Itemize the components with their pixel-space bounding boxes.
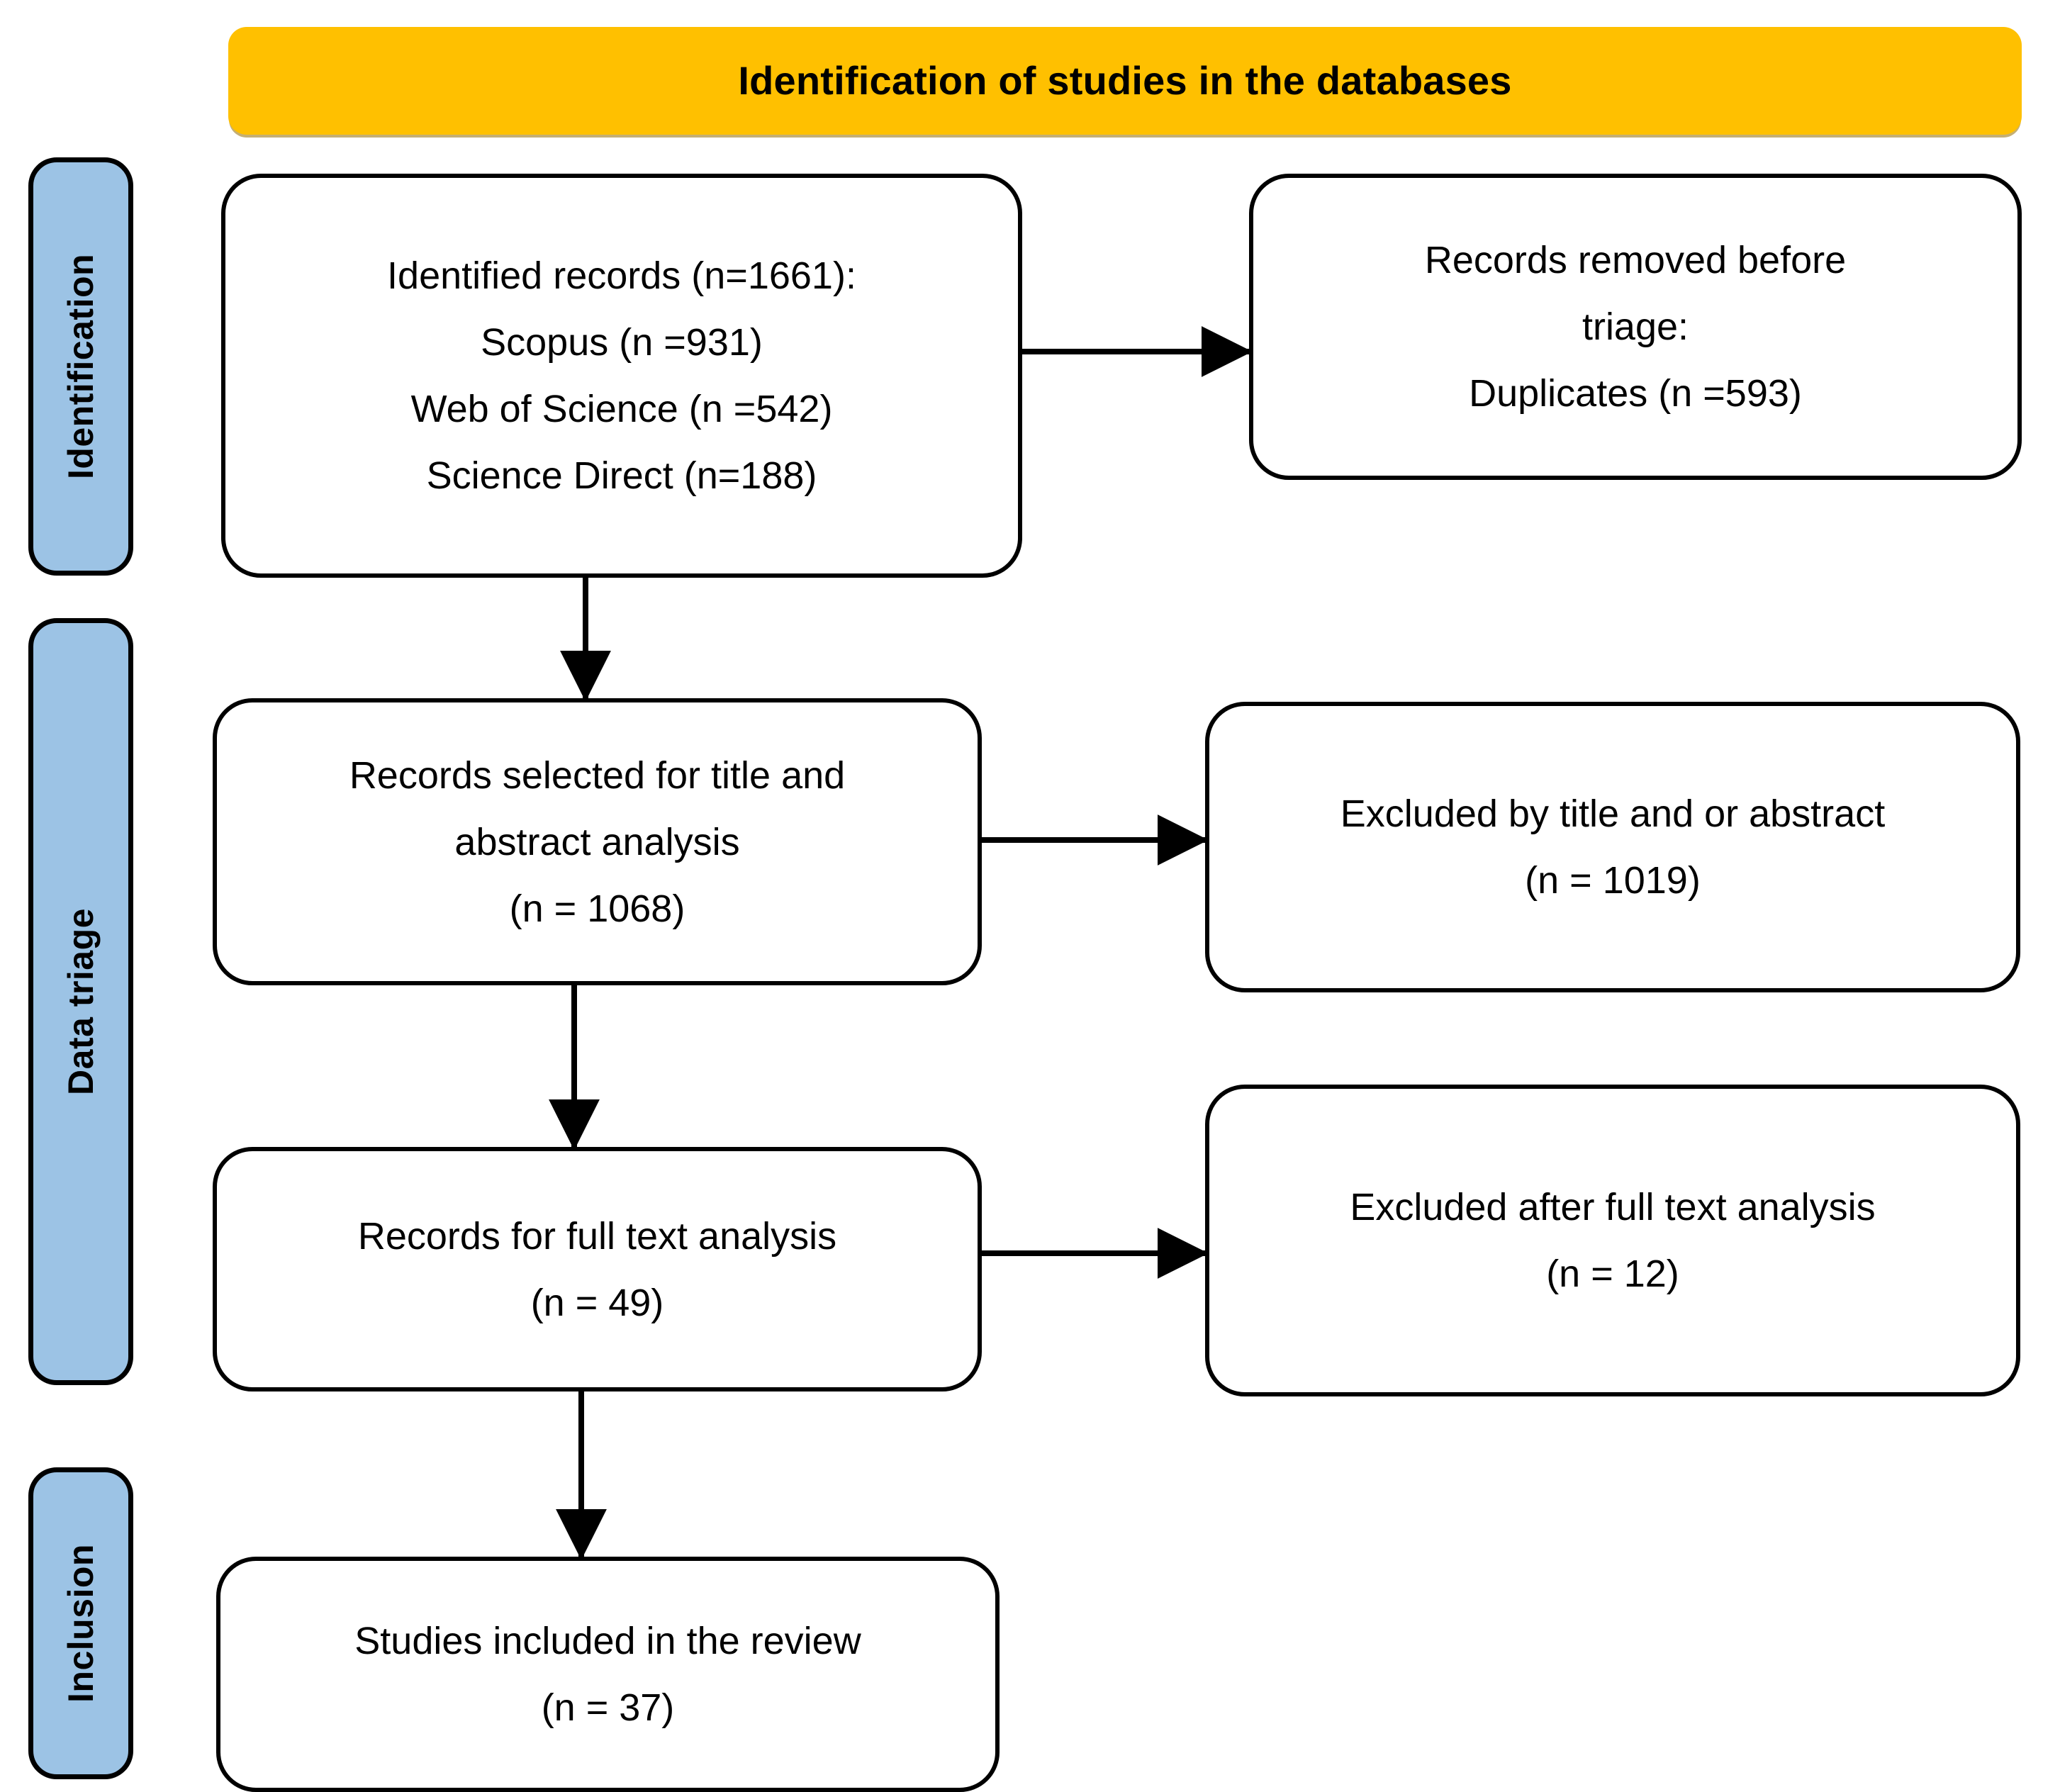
node-records-for-full-text-analysis: Records for full text analysis (n = 49)	[213, 1147, 982, 1391]
node-studies-included-line-2: (n = 37)	[541, 1686, 675, 1729]
phase-label-data-triage: Data triage	[61, 908, 101, 1095]
banner-title: Identification of studies in the databas…	[738, 58, 1512, 103]
node-records-full-text-line-1: Records for full text analysis	[357, 1214, 837, 1258]
node-records-removed-line-2: triage:	[1582, 306, 1689, 348]
node-records-full-text-line-2: (n = 49)	[530, 1281, 664, 1324]
node-records-selected-line-3: (n = 1068)	[509, 887, 685, 930]
node-records-selected-line-2: abstract analysis	[454, 820, 740, 863]
node-identified-records-line-1: Identified records (n=1661):	[387, 254, 856, 297]
node-excluded-title-abstract-line-2: (n = 1019)	[1525, 859, 1701, 902]
node-identified-records-line-4: Science Direct (n=188)	[426, 454, 817, 497]
node-studies-included-in-review: Studies included in the review (n = 37)	[216, 1557, 1000, 1792]
phase-label-identification: Identification	[61, 253, 101, 480]
node-records-selected-title-abstract: Records selected for title and abstract …	[213, 698, 982, 985]
node-studies-included-line-1: Studies included in the review	[354, 1620, 861, 1662]
node-excluded-after-full-text-analysis: Excluded after full text analysis (n = 1…	[1205, 1085, 2020, 1396]
node-identified-records-line-3: Web of Science (n =542)	[410, 388, 833, 430]
node-records-removed-before-triage: Records removed before triage: Duplicate…	[1249, 174, 2022, 480]
node-records-removed-line-1: Records removed before	[1424, 239, 1847, 281]
banner-identification-of-studies: Identification of studies in the databas…	[228, 27, 2022, 135]
phase-sidebar-data-triage: Data triage	[28, 618, 133, 1385]
node-excluded-by-title-or-abstract: Excluded by title and or abstract (n = 1…	[1205, 702, 2020, 992]
node-excluded-full-text-line-2: (n = 12)	[1546, 1253, 1679, 1295]
phase-sidebar-inclusion: Inclusion	[28, 1467, 133, 1779]
node-excluded-full-text-line-1: Excluded after full text analysis	[1350, 1186, 1876, 1228]
node-records-selected-line-1: Records selected for title and	[349, 754, 846, 797]
node-identified-records-line-2: Scopus (n =931)	[481, 321, 763, 364]
node-excluded-title-abstract-line-1: Excluded by title and or abstract	[1340, 793, 1886, 835]
node-records-removed-line-3: Duplicates (n =593)	[1469, 372, 1802, 415]
node-identified-records: Identified records (n=1661): Scopus (n =…	[221, 174, 1022, 578]
phase-sidebar-identification: Identification	[28, 157, 133, 576]
phase-label-inclusion: Inclusion	[61, 1544, 101, 1703]
